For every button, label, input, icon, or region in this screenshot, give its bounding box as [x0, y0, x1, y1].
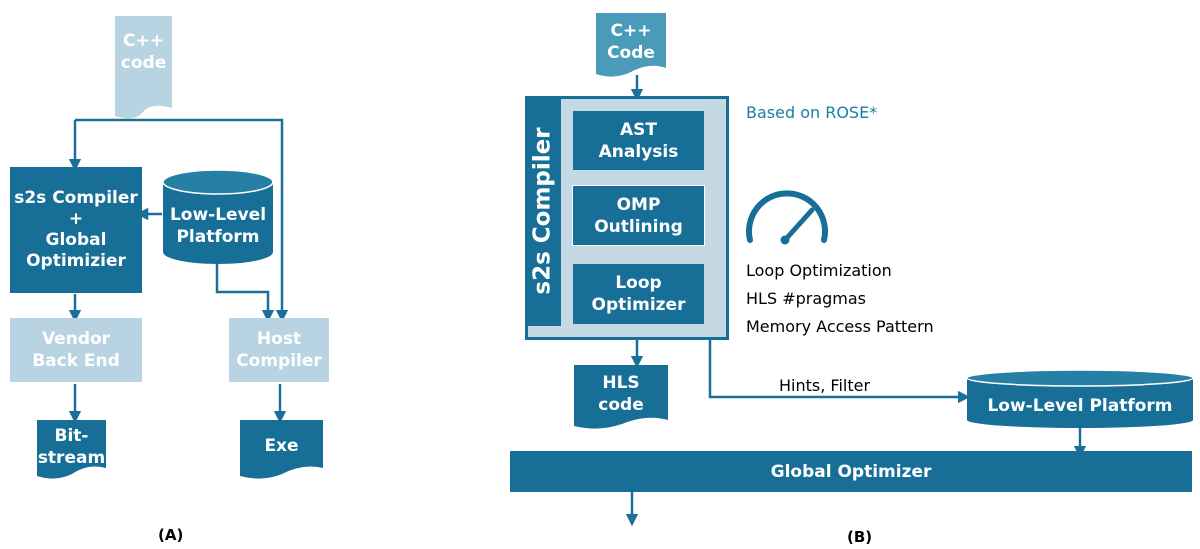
a-code-label: C++ code: [120, 31, 167, 73]
b-s2s-vertical-label: s2s Compiler: [530, 127, 556, 295]
a-vendor-back-end-box: Vendor Back End: [10, 318, 142, 382]
speedometer-icon: [746, 190, 828, 245]
b-hls-code-doc: HLS code: [598, 373, 644, 415]
b-low-level-platform: Low-Level Platform: [987, 396, 1173, 416]
b-ast-analysis-box: AST Analysis: [573, 111, 704, 170]
arrow-code-to-host: [75, 118, 289, 323]
panel-a-caption: (A): [158, 526, 184, 544]
arrow-hints-to-platform: [708, 340, 971, 404]
hints-filter-label: Hints, Filter: [779, 376, 871, 395]
b-global-optimizer-bar: Global Optimizer: [510, 451, 1192, 492]
opt-item-memory-access: Memory Access Pattern: [746, 317, 934, 336]
b-code-doc: C++ Code: [607, 21, 655, 63]
doc-shape-a-bitstream: [37, 420, 106, 479]
cylinder-b-platform: [966, 369, 1194, 428]
opt-item-hls-pragmas: HLS #pragmas: [746, 289, 867, 308]
a-s2s-compiler-box: s2s Compiler + Global Optimizier: [10, 167, 142, 293]
doc-shape-a-exe: [240, 420, 323, 479]
a-exe-doc: Exe: [264, 436, 299, 456]
cylinder-a-platform: [162, 169, 274, 264]
arrow-platform-to-host: [215, 262, 275, 323]
a-low-level-platform: Low-Level Platform: [169, 205, 267, 247]
a-code-doc: C++ code: [115, 22, 172, 82]
doc-shape-b-code: [596, 13, 666, 77]
b-s2s-vertical-bar: s2s Compiler: [525, 96, 561, 326]
a-bitstream-doc: Bit- stream: [37, 426, 106, 468]
b-omp-outlining-box: OMP Outlining: [572, 185, 705, 246]
panel-b-caption: (B): [847, 528, 873, 546]
opt-item-loop-optimization: Loop Optimization: [746, 261, 892, 280]
based-on-rose-label: Based on ROSE*: [746, 103, 878, 122]
doc-shape-a-code: [115, 16, 172, 119]
doc-shape-b-hls: [574, 365, 668, 429]
b-loop-optimizer-box: Loop Optimizer: [573, 264, 704, 324]
a-host-compiler-box: Host Compiler: [229, 318, 329, 382]
